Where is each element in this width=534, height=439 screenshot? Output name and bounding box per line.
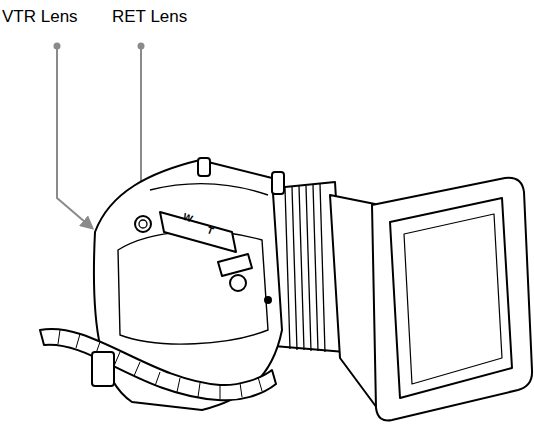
switch-marking: T <box>205 225 214 236</box>
switch-marking: W <box>182 212 194 225</box>
part-label: VTR Lens <box>2 8 78 25</box>
lens-drawing <box>40 158 532 421</box>
part-label: RET Lens <box>112 8 187 25</box>
